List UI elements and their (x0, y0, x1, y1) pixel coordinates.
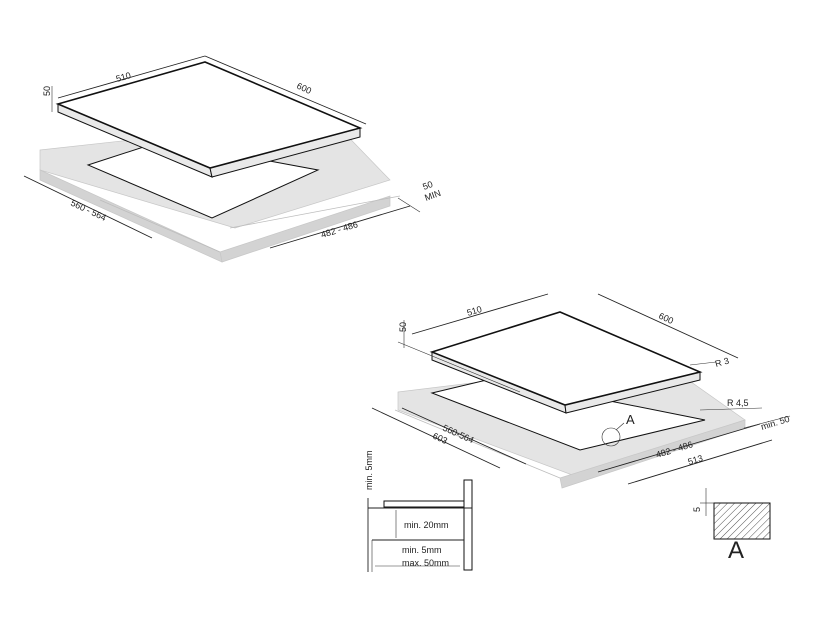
label-section-min20: min. 20mm (404, 520, 449, 530)
label-detail-a: A (728, 537, 744, 564)
dim-line-b600 (597, 293, 739, 359)
label-bottom-detail-a: A (626, 412, 635, 427)
dim-line-510 (57, 55, 206, 99)
top-guide-line (229, 195, 401, 229)
label-bottom-min50: min. 50 (760, 414, 791, 432)
detail-a-section (713, 502, 771, 540)
top-worktop-left-edge (39, 169, 223, 263)
section-worktop (463, 479, 473, 571)
label-top-50-value: 50 (421, 179, 434, 192)
label-bottom-513: 513 (687, 453, 704, 467)
dim-leader-r3 (689, 361, 717, 366)
label-bottom-r45: R 4,5 (727, 398, 749, 408)
section-hob-plate (383, 500, 465, 508)
dim-line-482 (269, 205, 411, 249)
dim-line-50min (397, 197, 421, 213)
label-top-510: 510 (115, 70, 132, 84)
bottom-hob-glass (429, 311, 703, 406)
dim-line-b513 (627, 439, 773, 485)
detail-a: 5 A (692, 488, 771, 564)
label-section-min5-top: min. 5mm (364, 450, 374, 490)
dim-line-600 (204, 55, 367, 125)
label-bottom-r3: R 3 (714, 356, 730, 369)
top-hob-glass (55, 61, 363, 169)
detail-a-marker (601, 427, 621, 447)
dim-line-b603 (371, 407, 501, 469)
dim-line-b560 (401, 407, 527, 465)
label-detail-a-5: 5 (692, 507, 702, 512)
label-bottom-50: 50 (398, 322, 408, 332)
dim-line-560 (23, 175, 153, 239)
label-section-min5-bottom: min. 5mm (402, 545, 442, 555)
label-top-600: 600 (295, 81, 313, 96)
top-diagram: 510 600 50 560 - 564 482 - 486 50 MIN (23, 55, 442, 263)
detail-a-leader (615, 422, 625, 431)
dim-line-b510 (411, 293, 549, 335)
dim-leader-r45 (699, 407, 763, 411)
dim-line-b482 (597, 423, 761, 473)
bottom-cutout (430, 377, 706, 451)
bottom-diagram: 510 600 50 R 3 R 4,5 min. 50 560-564 603… (371, 293, 791, 489)
bottom-guide-line (394, 409, 561, 479)
top-guide-line (99, 199, 221, 253)
label-top-50: 50 (42, 86, 52, 96)
label-bottom-510: 510 (466, 304, 483, 318)
label-bottom-600: 600 (657, 311, 675, 326)
dim-line-b-ext (397, 341, 521, 393)
label-section-max50: max. 50mm (402, 558, 449, 568)
dim-leader-min50 (743, 415, 791, 429)
section-detail: min. 5mm min. 20mm min. 5mm max. 50mm (364, 450, 473, 572)
